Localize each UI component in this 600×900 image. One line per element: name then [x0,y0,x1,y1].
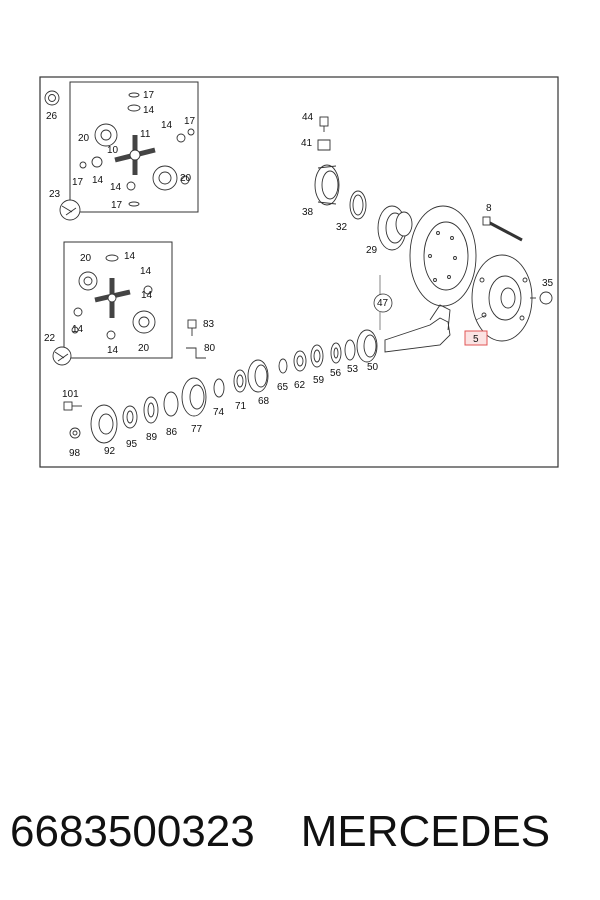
taper-bearing-38 [314,164,340,206]
bolt-8 [482,216,523,242]
bearing-50 [356,329,378,363]
flange-92 [90,404,118,444]
callout-label: 80 [204,343,216,354]
callout-highlight-5 [464,330,488,346]
callout-label: 92 [104,446,116,457]
spider-gear-assembly-bottom [71,254,156,340]
callout-label: 20 [180,173,192,184]
callout-label: 53 [347,364,359,375]
callout-label: 89 [146,432,158,443]
callout-label: 10 [107,145,119,156]
drive-pinion [384,304,451,353]
bolt-35 [530,291,553,305]
callout-label: 41 [301,138,313,149]
callout-label: 101 [62,389,79,400]
callout-label: 17 [143,90,155,101]
callout-label: 35 [542,278,554,289]
callout-label: 44 [302,112,314,123]
callout-label: 20 [138,343,150,354]
ring-65 [278,358,288,374]
ring-71 [233,369,247,393]
tool-icon-22 [52,346,72,366]
ring-89 [143,396,159,424]
part-ring-26 [44,90,60,106]
callout-label: 14 [161,120,173,131]
callout-label: 17 [72,177,84,188]
callout-circle-47 [373,293,393,313]
tool-icon-23 [59,199,81,221]
ring-62 [293,350,307,372]
bolt-44 [319,116,329,132]
ring-59 [310,344,324,368]
callout-label: 5 [473,334,479,345]
footer-caption: 6683500323 MERCEDES [10,802,590,862]
ring-32 [349,190,367,220]
callout-label: 32 [336,222,348,233]
callout-label: 14 [107,345,119,356]
callout-label: 14 [143,105,155,116]
callout-label: 14 [110,182,122,193]
callout-label: 68 [258,396,270,407]
clip-41 [317,139,331,151]
callout-label: 98 [69,448,81,459]
callout-label: 11 [140,129,151,140]
callout-label: 23 [49,189,61,200]
differential-case-5 [471,254,533,342]
brand-name: MERCEDES [300,807,551,856]
gear-77 [181,377,207,417]
callout-label: 38 [302,207,314,218]
crown-wheel [409,205,477,307]
nut-98 [69,427,81,439]
callout-label: 95 [126,439,138,450]
callout-label: 14 [124,251,136,262]
callout-label: 20 [78,133,90,144]
callout-label: 14 [72,324,84,335]
inset-box-top [69,81,199,213]
callout-label: 56 [330,368,342,379]
callout-label: 83 [203,319,215,330]
ring-74 [213,378,225,398]
callout-label: 22 [44,333,56,344]
callout-label: 14 [140,266,152,277]
bearing-29 [377,205,413,251]
bolt-101 [63,401,82,411]
callout-label: 8 [486,203,492,214]
callout-label: 20 [80,253,92,264]
ring-56 [330,342,342,364]
inset-box-bottom [63,241,173,359]
callout-label: 26 [46,111,58,122]
callout-label: 86 [166,427,178,438]
callout-label: 71 [235,401,247,412]
callout-label: 50 [367,362,379,373]
callout-label: 29 [366,245,378,256]
ring-53 [344,339,356,361]
callout-label: 17 [111,200,123,211]
bolt-83 [187,319,197,336]
callout-label: 77 [191,424,203,435]
callout-label: 14 [92,175,104,186]
callout-label: 65 [277,382,289,393]
ring-95 [122,405,138,429]
callout-label: 62 [294,380,306,391]
callout-label: 14 [141,290,153,301]
part-number: 6683500323 [10,807,255,856]
spider-gear-assembly-top [79,92,195,207]
ring-86 [163,391,179,417]
bracket-80 [186,347,206,359]
callout-label: 59 [313,375,325,386]
bearing-68 [247,359,269,393]
callout-label: 47 [377,298,389,309]
callout-label: 17 [184,116,196,127]
callout-label: 74 [213,407,225,418]
